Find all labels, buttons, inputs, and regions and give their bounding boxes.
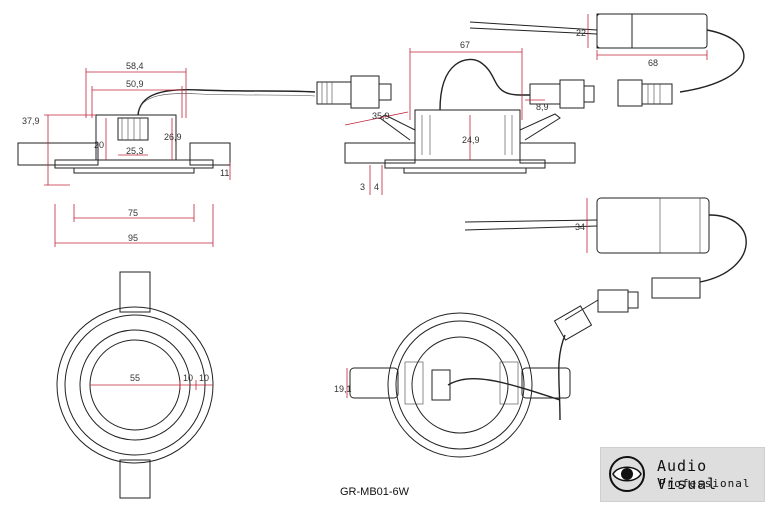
dim-55: 55 (130, 373, 140, 383)
dim-10-a: 10 (183, 373, 193, 383)
model-label: GR-MB01-6W (340, 486, 410, 498)
dim-75: 75 (128, 208, 138, 218)
driver-top (469, 13, 745, 93)
dim-19-1: 19,1 (334, 384, 352, 394)
rear-view (346, 312, 571, 458)
logo-line-2: Professional (659, 477, 751, 490)
dim-4: 4 (374, 182, 379, 192)
logo-line-1: Audio Visual (657, 457, 718, 493)
dim-67: 67 (460, 40, 470, 50)
dim-37-9: 37,9 (22, 116, 40, 126)
dim-95: 95 (128, 233, 138, 243)
brand-logo: Audio Visual Professional (600, 447, 765, 502)
driver-mid (464, 197, 747, 421)
side-section-view (17, 68, 392, 247)
dim-68: 68 (648, 58, 658, 68)
front-view (56, 271, 214, 499)
dim-26-9: 26,9 (164, 132, 182, 142)
dim-3: 3 (360, 182, 365, 192)
dim-50-9: 50,9 (126, 79, 144, 89)
dim-22: 22 (576, 28, 586, 38)
dim-10-b: 10 (199, 373, 209, 383)
side-clip-view (344, 48, 673, 195)
dim-8-9: 8,9 (536, 102, 549, 112)
dim-11: 11 (220, 168, 229, 178)
dim-20: 20 (94, 140, 104, 150)
dim-35-9: 35,9 (372, 111, 390, 121)
dim-24-9: 24,9 (462, 135, 480, 145)
eye-icon (609, 456, 645, 492)
dim-58-4: 58,4 (126, 61, 144, 71)
dim-25-3: 25,3 (126, 146, 144, 156)
dim-34: 34 (575, 222, 585, 232)
